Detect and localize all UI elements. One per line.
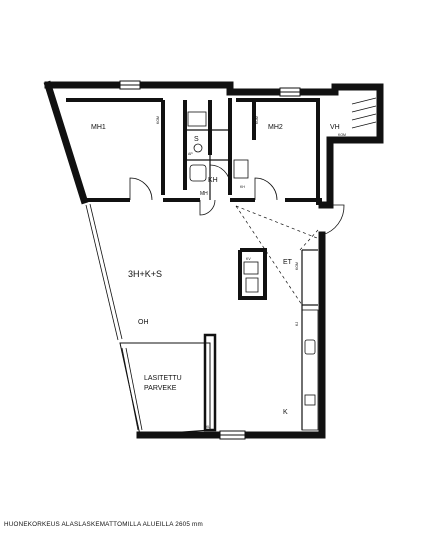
fixture-label-kl: KL (206, 425, 210, 429)
room-label-k: K (283, 409, 288, 416)
fixture-label-kom1: KOM (156, 116, 160, 124)
windows (119, 80, 301, 440)
left-glazing (85, 203, 123, 341)
fixture-labels: KOM KOM KOM KJ AP KH KV KL KOM (156, 116, 346, 429)
vh-hatch (351, 97, 377, 129)
footer-note: HUONEKORKEUS ALASLASKEMATTOMILLA ALUEILL… (4, 521, 203, 528)
doors (129, 164, 345, 236)
outer-walls (43, 80, 384, 439)
dashed-lines (235, 205, 323, 306)
room-label-balcony-2: PARVEKE (144, 385, 177, 392)
balcony (119, 333, 217, 436)
fixture-label-ap: AP (188, 152, 193, 156)
room-label-s: S (194, 136, 199, 143)
room-label-mh2: MH2 (268, 124, 283, 131)
room-label-et: ET (283, 259, 293, 266)
room-label-kh: KH (208, 177, 218, 184)
fixture-label-kv: KV (246, 257, 251, 261)
fixture-label-kom2: KOM (255, 116, 259, 124)
fixture-label-kj: KJ (295, 322, 299, 326)
room-label-mh-small: MH (200, 191, 208, 197)
fixture-label-kh2: KH (240, 185, 245, 189)
bath-fixtures (187, 111, 259, 293)
fixture-label-kom3: KOM (295, 262, 299, 270)
room-label-vh: VH (330, 124, 340, 131)
room-labels: MH1 MH2 VH S KH MH ET 3H+K+S OH K LASITE… (91, 124, 340, 416)
room-label-oh: OH (138, 319, 149, 326)
fixture-label-vh-tag: KOM (338, 133, 346, 137)
room-label-balcony-1: LASITETTU (144, 375, 182, 382)
interior-walls (66, 98, 322, 300)
room-label-main: 3H+K+S (128, 269, 162, 279)
room-label-mh1: MH1 (91, 124, 106, 131)
kitchen-counter (301, 309, 319, 431)
